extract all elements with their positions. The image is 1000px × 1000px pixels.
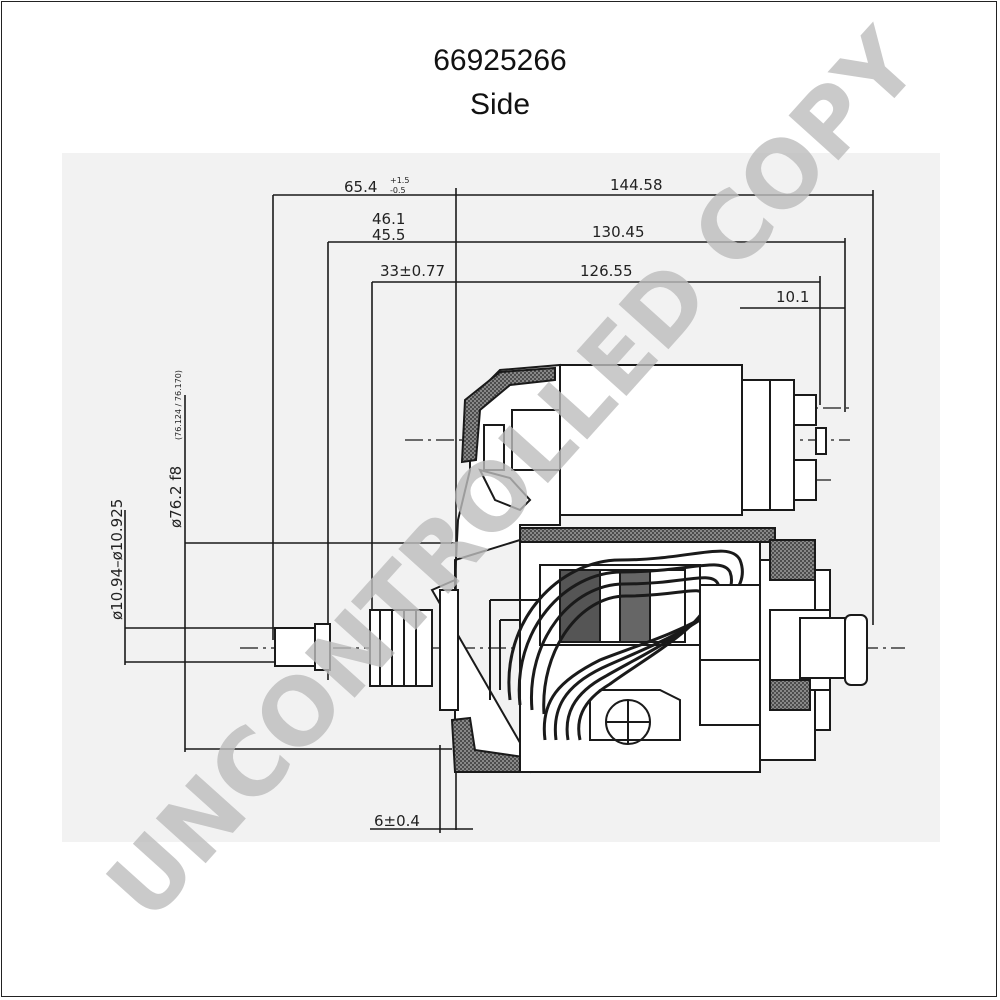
dim-body-length: 130.45 (592, 223, 645, 241)
dim-shaft-diameter: ø10.94–ø10.925 (108, 499, 126, 620)
dim-pinion-offset-max: 46.1 (372, 210, 405, 228)
part-number-title: 66925266 (433, 44, 567, 77)
view-subtitle: Side (469, 88, 531, 121)
dim-flange-diameter-fit: (76.124 / 76.170) (174, 370, 183, 440)
dim-terminal-offset: 10.1 (776, 288, 809, 306)
dim-solenoid-length: 126.55 (580, 262, 633, 280)
dim-flange-to-gear-tol-lower: -0.5 (390, 186, 406, 195)
dim-flange-thickness: 6±0.4 (374, 812, 420, 830)
starter-motor-outline (274, 363, 868, 774)
dim-pinion-position: 33±0.77 (380, 262, 445, 280)
dimension-lines (124, 188, 874, 833)
dim-overall-length: 144.58 (610, 176, 663, 194)
dim-flange-to-gear: 65.4 (344, 178, 377, 196)
dim-pinion-offset-min: 45.5 (372, 226, 405, 244)
dim-flange-diameter: ø76.2 f8 (167, 466, 185, 528)
dim-flange-to-gear-tol-upper: +1.5 (390, 176, 409, 185)
